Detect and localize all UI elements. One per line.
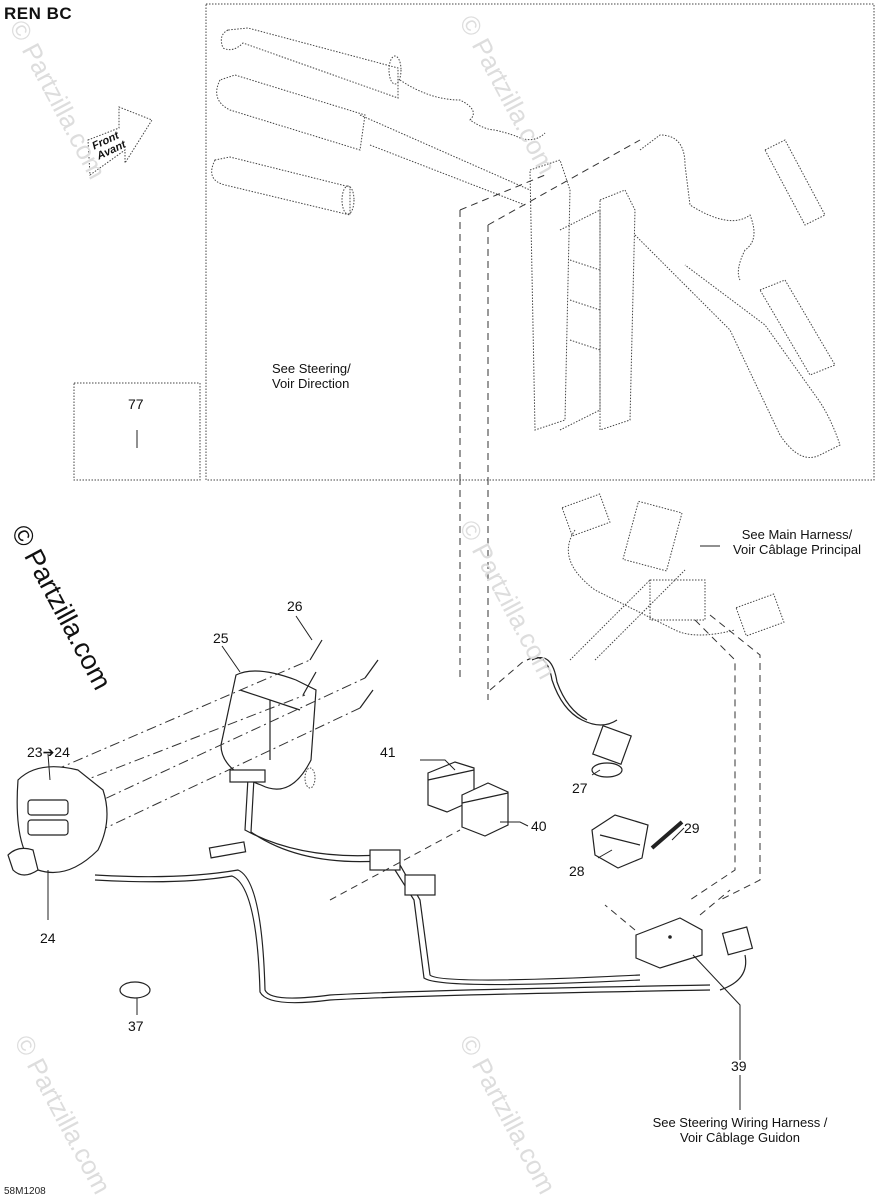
reference-steering-wiring-line2: Voir Câblage Guidon: [680, 1130, 800, 1145]
handlebar-drawing: [211, 27, 841, 458]
guide-line: [329, 659, 526, 901]
callout-27[interactable]: 27: [572, 780, 588, 796]
item-77-frame: [73, 382, 201, 481]
callout-39[interactable]: 39: [731, 1058, 747, 1074]
reference-main-harness[interactable]: See Main Harness/ Voir Câblage Principal: [722, 527, 872, 557]
washer: [119, 981, 151, 999]
guide-line: [459, 210, 489, 478]
knob: [591, 814, 649, 869]
switch-housing-cover: [220, 670, 317, 790]
callout-77[interactable]: 77: [128, 396, 144, 412]
steering-inset-frame: [205, 3, 875, 481]
reference-main-harness-line1: See Main Harness/: [741, 527, 853, 542]
switch-with-lead: [526, 656, 632, 778]
connector-40: [461, 782, 509, 837]
guide-line: [604, 889, 731, 931]
reference-steering-wiring[interactable]: See Steering Wiring Harness / Voir Câbla…: [605, 1115, 875, 1145]
callout-40[interactable]: 40: [531, 818, 547, 834]
drawing-id: 58M1208: [4, 1186, 46, 1197]
callout-26[interactable]: 26: [287, 598, 303, 614]
screws: [302, 639, 379, 709]
reference-steering-wiring-line1: See Steering Wiring Harness /: [652, 1115, 828, 1130]
reference-main-harness-line2: Voir Câblage Principal: [733, 542, 861, 557]
guide-line: [459, 139, 641, 226]
callout-29[interactable]: 29: [684, 820, 700, 836]
callout-41[interactable]: 41: [380, 744, 396, 760]
guide-line: [689, 614, 761, 901]
control-module: [635, 917, 754, 991]
guide-line: [459, 478, 489, 700]
callout-37[interactable]: 37: [128, 1018, 144, 1034]
switch-assembly: [7, 766, 108, 876]
pin: [650, 820, 684, 850]
callout-23-24[interactable]: 23➔24: [27, 744, 70, 760]
callout-28[interactable]: 28: [569, 863, 585, 879]
callout-25[interactable]: 25: [213, 630, 229, 646]
wiring-harness: [94, 767, 711, 1004]
front-arrow-icon: [87, 106, 153, 176]
main-harness-drawing: [561, 493, 785, 661]
reference-steering-line1: See Steering/: [272, 361, 351, 376]
reference-steering[interactable]: See Steering/ Voir Direction: [272, 361, 351, 391]
callout-24[interactable]: 24: [40, 930, 56, 946]
section-code: REN BC: [4, 4, 73, 23]
reference-steering-line2: Voir Direction: [272, 376, 350, 391]
